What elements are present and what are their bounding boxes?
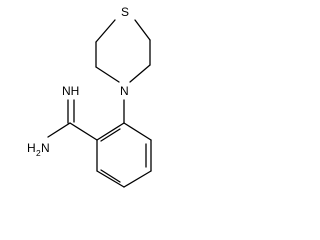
bond-ar4-ar5 xyxy=(96,170,125,188)
bond-c2-n xyxy=(129,64,151,83)
bond-c4-s xyxy=(95,19,116,43)
bond-ar6-ar1 xyxy=(96,122,125,141)
aromatic-inner-bond-2 xyxy=(100,169,121,183)
aromatic-inner-bond-3 xyxy=(100,128,121,142)
benzene-ring xyxy=(96,122,152,188)
sulfur-atom-label: S xyxy=(121,5,129,19)
nitrogen-atom-label: N xyxy=(120,84,129,98)
amidine-group xyxy=(47,99,98,141)
bond-ar3-ar4 xyxy=(123,170,152,188)
thiomorpholine-ring xyxy=(95,19,151,83)
imine-nh-label: NH xyxy=(62,84,79,98)
bond-amidine-c-nh2 xyxy=(47,122,71,138)
bond-phenyl-amidine-c xyxy=(69,122,98,141)
bond-s-c1 xyxy=(134,19,151,41)
amine-h-label: H xyxy=(27,141,36,155)
chemical-structure-diagram: S N NH H 2 N xyxy=(27,5,152,188)
amine-n-label: N xyxy=(41,141,50,155)
bond-n-c3 xyxy=(95,66,120,83)
bond-ar1-ar2 xyxy=(123,122,152,141)
amine-subscript-2-label: 2 xyxy=(36,148,41,158)
